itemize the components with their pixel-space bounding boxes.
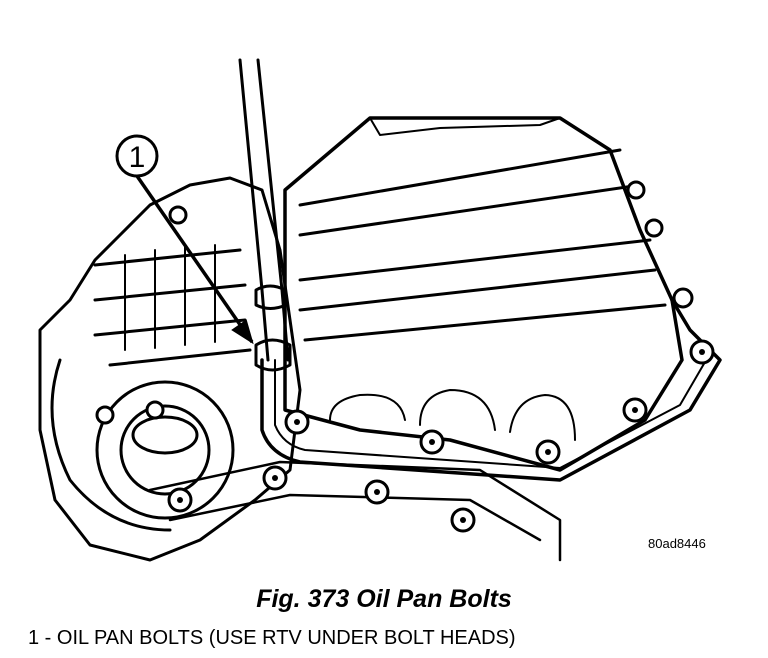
case-ribs: [93, 248, 252, 367]
transmission-case-outline: [38, 176, 302, 562]
dipstick-tube: [238, 58, 290, 362]
pan-ridge-5: [303, 303, 667, 342]
bolt-icon: [168, 205, 188, 225]
callout-leader-line: [135, 175, 254, 343]
callout-arrowhead: [231, 319, 254, 345]
oil-pan-illustration: 1: [38, 58, 722, 562]
output-shaft-seal: [131, 415, 199, 455]
oil-pan-bolts: [95, 180, 715, 533]
oil-pan-flange: [260, 298, 722, 482]
bolt-icon: [145, 400, 165, 420]
output-shaft-mid: [119, 404, 211, 496]
pan-ridge-1: [298, 148, 622, 207]
oil-pan-body: [283, 116, 684, 472]
figure-caption: Fig. 373 Oil Pan Bolts: [256, 585, 512, 613]
pan-top-cover: [369, 117, 561, 136]
figure-legend: 1 - OIL PAN BOLTS (USE RTV UNDER BOLT HE…: [28, 627, 516, 650]
pan-scallops: [329, 389, 576, 441]
case-grid: [124, 244, 216, 351]
dipstick-base: [254, 338, 292, 372]
bellhousing: [50, 358, 172, 532]
callout-number: 1: [129, 141, 146, 174]
figure-image-id: 80ad8446: [648, 536, 706, 551]
bolt-icon: [95, 405, 115, 425]
oil-pan-flange-inner: [274, 359, 706, 469]
bolt-icon: [644, 218, 664, 238]
dipstick-collar: [254, 284, 288, 310]
output-shaft-outer: [95, 380, 235, 520]
pan-ridge-4: [298, 268, 657, 312]
bolt-icon: [626, 180, 646, 200]
pan-ridge-3: [298, 238, 652, 282]
bolt-icon: [672, 287, 694, 309]
pan-ridge-2: [298, 183, 642, 237]
legend-item-1: 1 - OIL PAN BOLTS (USE RTV UNDER BOLT HE…: [28, 627, 516, 649]
